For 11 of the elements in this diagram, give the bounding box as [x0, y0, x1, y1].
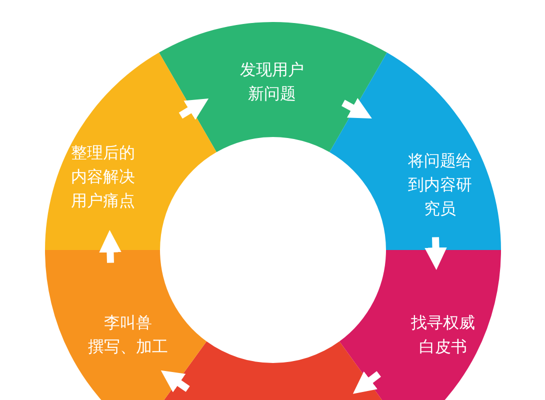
step-label: 发现用户新问题 [239, 59, 305, 105]
step-label: 找寻权威白皮书 [410, 312, 476, 358]
step-label: 李叫兽撰写、加工 [87, 312, 169, 358]
arrow [160, 370, 190, 392]
arrow [99, 230, 122, 263]
arrow [342, 98, 372, 118]
arrow [424, 237, 447, 270]
arrow [178, 98, 209, 120]
step-label: 整理后的内容解决用户痛点 [70, 142, 136, 212]
arrow [352, 371, 381, 394]
step-label: 将问题给到内容研究员 [407, 150, 473, 220]
